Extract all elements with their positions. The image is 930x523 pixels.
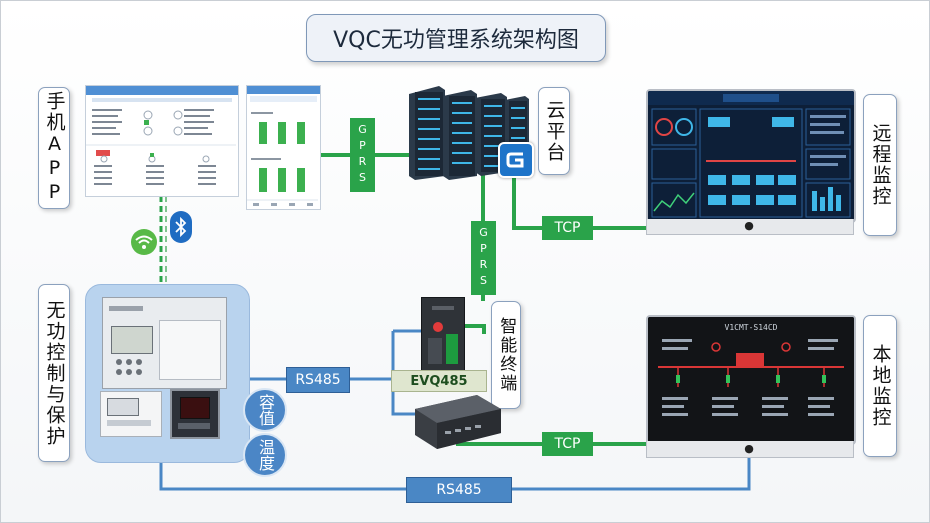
app-screenshot-main	[85, 85, 239, 197]
link-terminal-router	[391, 331, 421, 416]
dark-meter-buttons	[178, 423, 210, 429]
app-subheader	[92, 98, 232, 102]
local-monitor-bezel	[646, 441, 854, 458]
label-mobile-app: 手机APP	[38, 87, 70, 209]
remote-monitor-bezel	[646, 219, 854, 235]
server-rack-2	[443, 90, 477, 180]
app-readings-graphic	[86, 109, 236, 185]
app-screenshot-secondary	[246, 85, 321, 210]
app2-bars-graphic	[247, 112, 318, 206]
bluetooth-icon	[170, 211, 192, 243]
meter-device-white	[100, 391, 162, 437]
terminal-green-terminal	[446, 334, 458, 364]
controller-info-card	[159, 320, 221, 380]
terminal-vent	[432, 306, 454, 310]
label-smart-terminal-text: 智能终端	[496, 317, 517, 393]
label-reactive-control: 无功控制与保护	[38, 284, 70, 462]
server-rack-1	[409, 86, 445, 180]
control-panel-group	[85, 284, 250, 463]
app-header-bar	[86, 86, 238, 95]
controller-lcd	[111, 326, 153, 354]
terminal-red-led	[433, 322, 443, 332]
label-local-monitor: 本地监控	[863, 315, 897, 457]
page-title: VQC无功管理系统架构图	[306, 14, 606, 62]
white-meter-lcd	[107, 398, 139, 416]
remote-dashboard-graphic	[648, 91, 854, 221]
label-cloud-platform: 云平台	[538, 87, 570, 175]
controller-keypad	[116, 359, 142, 375]
badge-capacitance: 容值	[243, 388, 287, 432]
cloud-logo-icon	[498, 142, 534, 178]
badge-temperature: 温度	[243, 433, 287, 477]
link-label-tcp-top: TCP	[542, 216, 593, 240]
router-device	[415, 395, 501, 449]
label-reactive-control-text: 无功控制与保护	[43, 299, 66, 447]
apple-icon: ●	[744, 442, 754, 455]
label-smart-terminal: 智能终端	[491, 301, 521, 409]
controller-label-strip	[109, 306, 143, 311]
label-remote-monitor: 远程监控	[863, 94, 897, 236]
dark-meter-display	[180, 397, 210, 419]
controller-device	[102, 297, 227, 389]
local-scada-graphic	[648, 317, 854, 443]
gprs-mid-text: GPRS	[477, 226, 490, 290]
badge-temperature-text: 温度	[256, 439, 275, 471]
smart-terminal-device	[421, 297, 465, 373]
wifi-glyph	[135, 235, 153, 249]
link-label-gprs-top: GPRS	[350, 118, 375, 192]
wifi-icon	[131, 229, 157, 255]
link-terminal-stub	[463, 324, 486, 334]
white-meter-buttons	[107, 420, 151, 426]
badge-capacitance-text: 容值	[256, 394, 275, 426]
link-label-rs485-bottom: RS485	[406, 477, 512, 503]
bluetooth-glyph	[175, 216, 187, 238]
local-screen-title: V1CMT-S14CD	[724, 323, 778, 332]
label-remote-monitor-text: 远程监控	[869, 123, 892, 207]
link-cloud-remote	[512, 173, 651, 230]
app2-tabs	[250, 96, 317, 102]
meter-device-dark	[170, 389, 220, 439]
app2-header-bar	[247, 86, 320, 94]
label-local-monitor-text: 本地监控	[869, 344, 892, 428]
label-mobile-app-text: 手机APP	[43, 91, 66, 205]
local-monitor-screen: V1CMT-S14CD	[646, 315, 856, 445]
cloud-logo-glyph	[506, 152, 524, 168]
gprs-top-text: GPRS	[356, 123, 369, 187]
link-label-gprs-mid: GPRS	[471, 221, 496, 295]
link-label-tcp-bottom: TCP	[542, 432, 593, 456]
label-cloud-platform-text: 云平台	[543, 99, 566, 163]
link-label-evq485: EVQ485	[391, 370, 487, 392]
terminal-port	[428, 338, 442, 364]
apple-icon: ●	[744, 219, 754, 232]
link-label-rs485-left: RS485	[286, 367, 350, 393]
remote-monitor-screen	[646, 89, 856, 223]
